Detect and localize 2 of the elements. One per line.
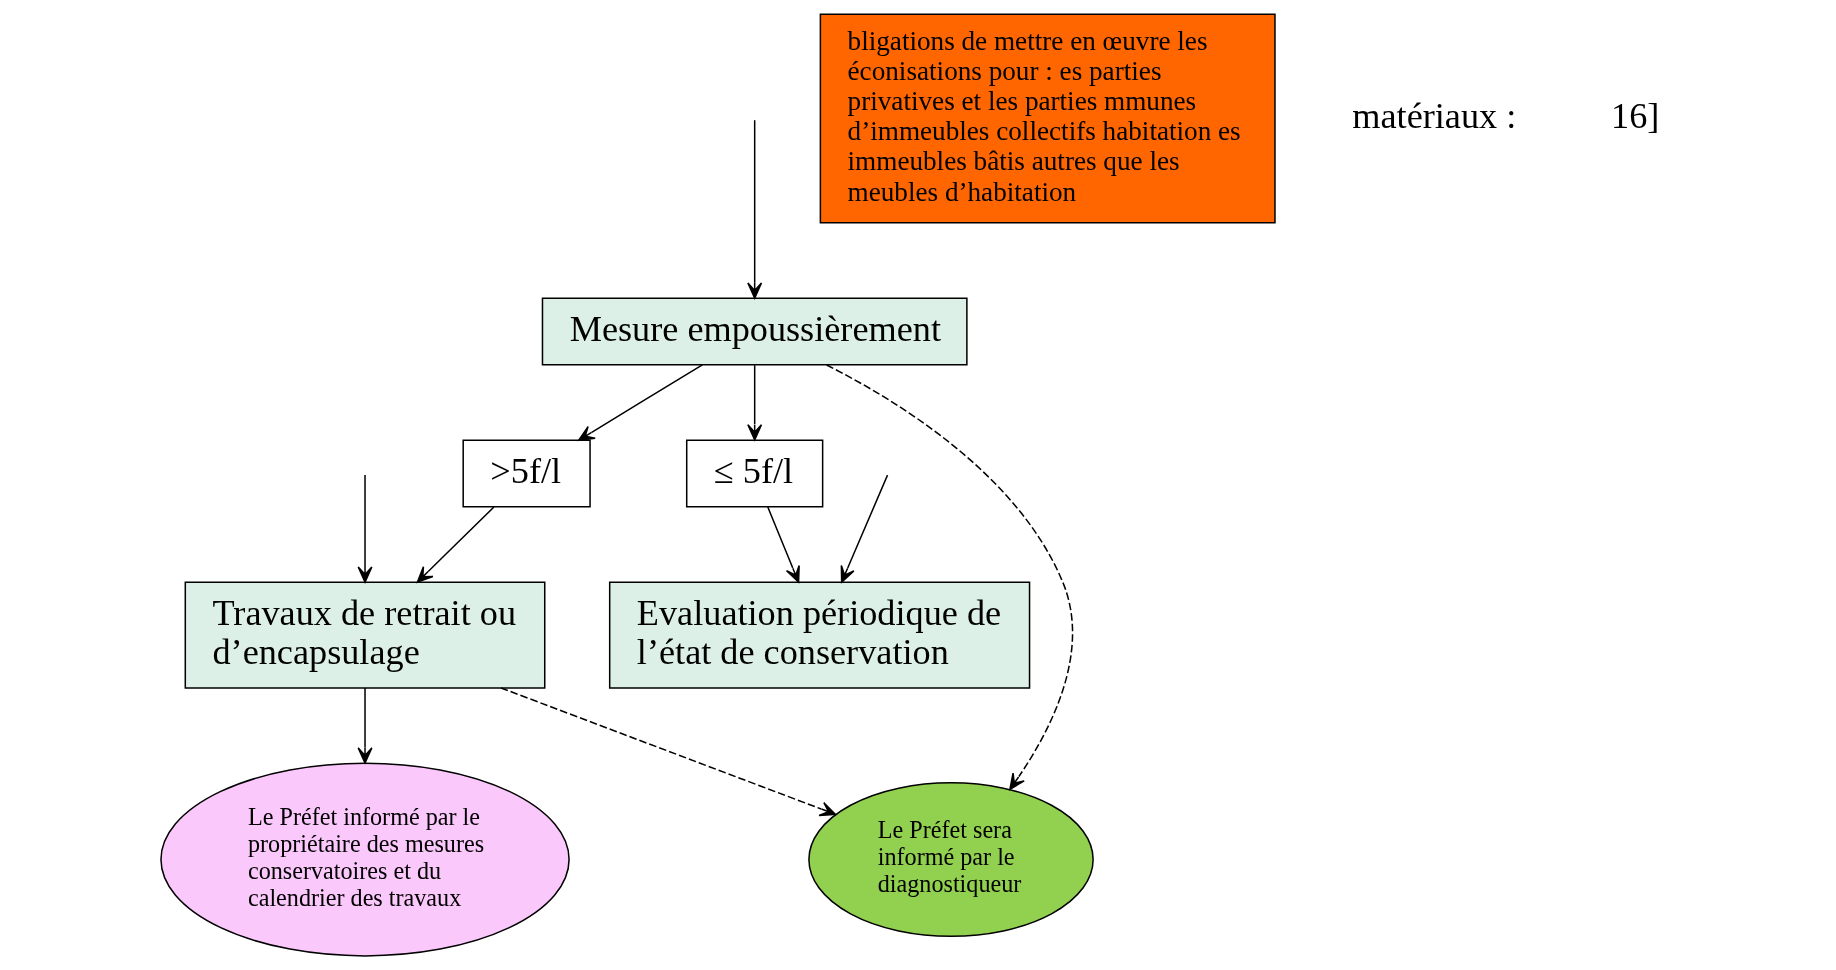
label: 16] bbox=[1610, 95, 1659, 136]
label: matériaux : bbox=[1351, 95, 1516, 136]
